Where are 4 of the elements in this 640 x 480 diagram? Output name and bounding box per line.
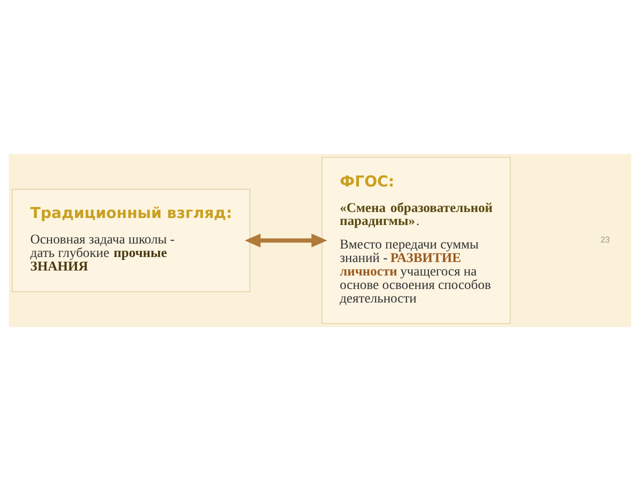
- node-box: ФГОС: «Смена образовательной парадигмы». Вместо передачи суммы знаний - РАЗВИТИЕ личности учащегося на основе освоения способов деятельности: [322, 156, 511, 324]
- arrow: [244, 233, 328, 247]
- node-box: Традиционный взгляд: Основная задача школы - дать глубокие прочные ЗНАНИЯ: [12, 188, 250, 292]
- label: 23: [600, 234, 610, 244]
